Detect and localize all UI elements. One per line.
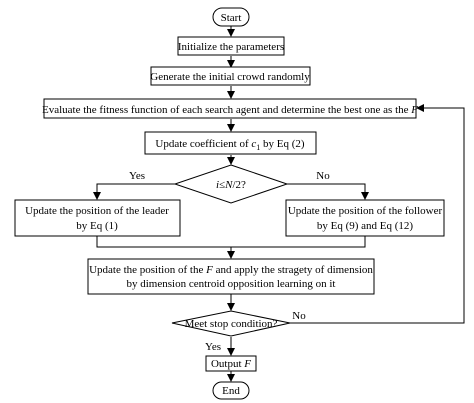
update-f-line1-post: and apply the stragety of dimension [216, 264, 374, 276]
decision-stop-yes-label: Yes [205, 341, 221, 353]
end-node: End [212, 381, 250, 400]
update-coefficient-prefix: Update coefficient of [155, 138, 249, 150]
decision-op: ≤ [219, 179, 225, 191]
update-leader-line2: by Eq (1) [76, 220, 118, 232]
update-follower-line2: by Eq (9) and Eq (12) [317, 220, 414, 232]
decision-stop-no-label: No [292, 310, 306, 322]
connectors [93, 26, 465, 382]
update-f-line2: by dimension centroid opposition learnin… [127, 278, 336, 290]
decision-no-label: No [316, 170, 330, 182]
evaluate-fitness-label: Evaluate the fitness function of each se… [42, 104, 418, 116]
end-label: End [222, 385, 240, 397]
update-coefficient-sub: 1 [256, 143, 260, 152]
update-leader-line1: Update the position of the leader [25, 205, 169, 217]
start-node: Start [212, 7, 250, 27]
update-coefficient-label: Update coefficient of c1 by Eq (2) [155, 138, 305, 152]
update-follower-line1: Update the position of the follower [288, 205, 443, 217]
update-coefficient-suffix: by Eq (2) [263, 138, 305, 150]
decision-rest: /2? [233, 179, 247, 191]
update-f-box: Update the position of the F and apply t… [87, 258, 375, 295]
decision-half-population-label: i≤N/2? [216, 179, 246, 191]
output-label: Output F [211, 358, 251, 370]
arrow-decision-yes [93, 183, 175, 200]
generate-crowd-label: Generate the initial crowd randomly [150, 71, 310, 83]
arrow-stop-no-loop [290, 104, 465, 324]
arrow-leader-to-update [96, 236, 235, 259]
output-box: Output F [205, 355, 257, 372]
update-coefficient-box: Update coefficient of c1 by Eq (2) [144, 131, 317, 155]
decision-yes-label: Yes [129, 170, 145, 182]
init-params-label: Initialize the parameters [178, 41, 284, 53]
update-follower-box: Update the position of the follower by E… [285, 199, 445, 237]
decision-var-n: N [224, 179, 233, 191]
output-var: F [243, 358, 251, 370]
arrow-decision-no [287, 183, 369, 200]
decision-stop-condition: Meet stop condition? No Yes [171, 310, 306, 353]
start-label: Start [221, 12, 242, 24]
update-f-line1-var: F [205, 264, 213, 276]
evaluate-fitness-box: Evaluate the fitness function of each se… [42, 98, 418, 119]
decision-stop-label: Meet stop condition? [185, 318, 278, 330]
update-coefficient-var: c [251, 138, 256, 150]
decision-var-i: i [216, 179, 219, 191]
decision-half-population: i≤N/2? Yes No [129, 164, 330, 204]
output-prefix: Output [211, 358, 242, 370]
init-params-box: Initialize the parameters [177, 36, 285, 56]
update-f-line1-pre: Update the position of the [89, 264, 203, 276]
update-f-line1: Update the position of the F and apply t… [89, 264, 373, 276]
update-leader-box: Update the position of the leader by Eq … [14, 199, 181, 237]
arrow-follower-to-update [231, 236, 366, 248]
evaluate-fitness-text: Evaluate the fitness function of each se… [42, 104, 409, 116]
evaluate-fitness-var: F [410, 104, 418, 116]
generate-crowd-box: Generate the initial crowd randomly [150, 66, 311, 86]
